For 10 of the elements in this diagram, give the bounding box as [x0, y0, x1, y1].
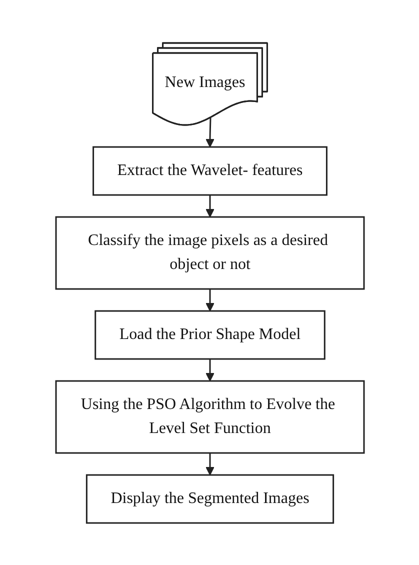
arrow	[205, 194, 214, 217]
arrow	[205, 452, 214, 475]
arrow	[205, 358, 214, 381]
arrow	[205, 118, 214, 147]
node-box: Extract the Wavelet- features	[92, 146, 327, 196]
node-box: Display the Segmented Images	[85, 474, 334, 524]
arrow	[205, 288, 214, 311]
node-box: Using the PSO Algorithm to Evolve the Level Set Function	[54, 380, 364, 454]
node-box: Load the Prior Shape Model	[94, 310, 325, 360]
node-box: Classify the image pixels as a desired object or not	[54, 216, 364, 290]
